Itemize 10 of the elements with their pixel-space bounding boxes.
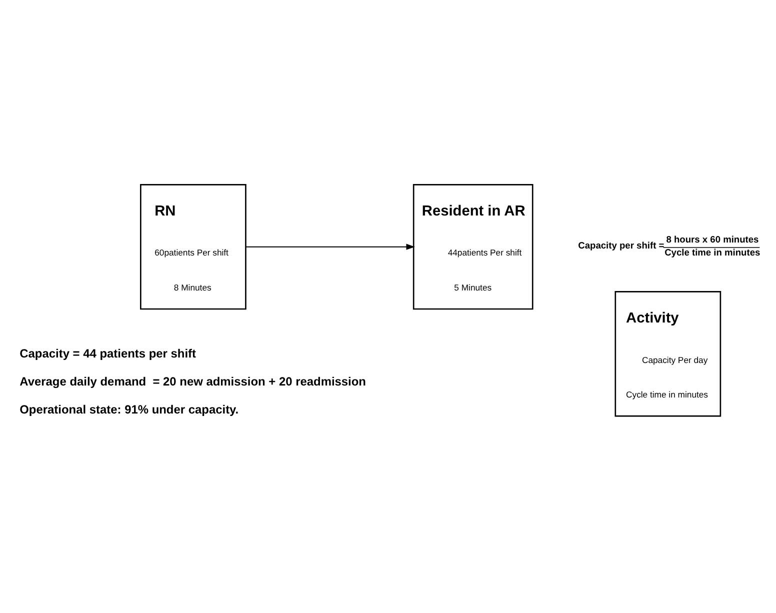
node-box: RN 60patients Per shift 8 Minutes (140, 184, 246, 310)
label: Operational state: 91% under capacity. (20, 402, 239, 416)
label: Average daily demand = 20 new admission + 20 readmission (20, 374, 366, 388)
arrow (245, 244, 415, 250)
label: Capacity per shift = (578, 240, 664, 251)
label: Cycle time in minutes (664, 248, 760, 258)
label: Capacity = 44 patients per shift (20, 346, 196, 360)
label: 8 hours x 60 minutes (666, 234, 759, 244)
node-box: Activity Capacity Per day Cycle time in minutes (614, 291, 722, 417)
node-box: Resident in AR 44patients Per shift 5 Minutes (412, 184, 534, 310)
